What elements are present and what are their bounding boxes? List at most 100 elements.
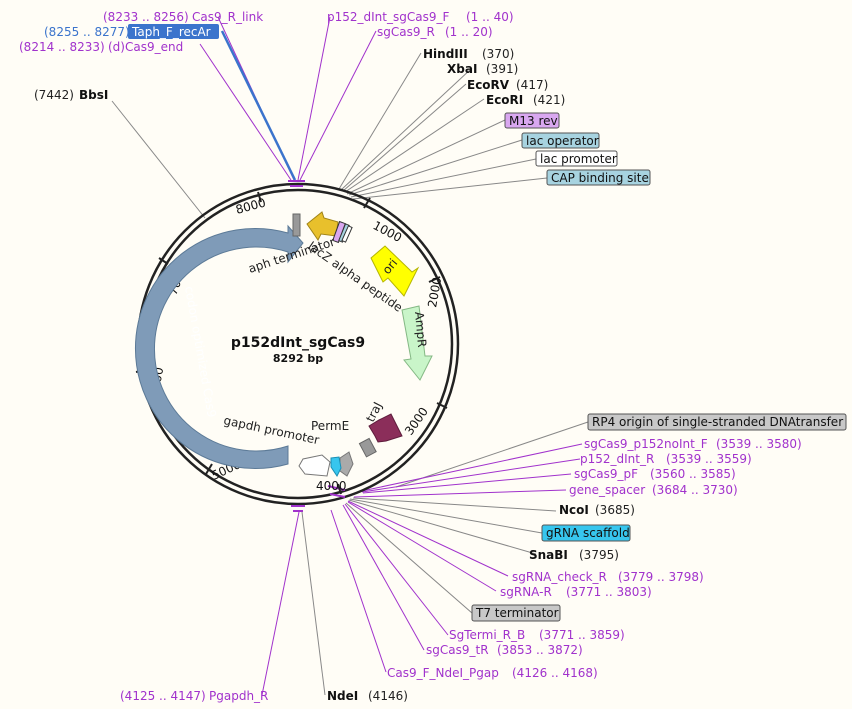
t7-label: T7 terminator	[475, 606, 559, 620]
ecorv-label: EcoRV	[467, 78, 510, 92]
sgcas9r-line	[299, 30, 377, 181]
tick-8000: 8000	[234, 195, 267, 216]
sgcas9r-label: sgCas9_R	[377, 25, 435, 39]
tick-3000: 3000	[402, 405, 431, 438]
m13-box	[504, 112, 560, 129]
t7-box	[471, 604, 561, 622]
t7-line	[345, 502, 473, 614]
lacprom-label: lac promoter	[540, 152, 617, 166]
check-pos: (3779 .. 3798)	[618, 570, 704, 584]
hindiii-pos: (370)	[482, 47, 514, 61]
p152r-line	[361, 458, 581, 493]
termi-label: SgTermi_R_B	[449, 628, 525, 642]
snabi-line	[348, 499, 537, 555]
cap-line	[352, 177, 548, 200]
check-line	[347, 500, 509, 577]
taph-pos: (8255 .. 8277)	[44, 25, 130, 39]
p152f-line	[297, 16, 331, 181]
m13-label: M13 rev	[509, 114, 558, 128]
rp4-box	[587, 413, 847, 431]
pgapdh-pos: (4125 .. 4147)	[120, 689, 206, 703]
traj-feature	[368, 413, 403, 443]
features	[135, 211, 433, 477]
grna-feature	[330, 456, 342, 477]
cas9-r-link-label: Cas9_R_link	[192, 10, 263, 24]
ampr-feature	[401, 305, 433, 381]
sgrnar-line	[347, 501, 497, 592]
sgcas9r-pos: (1 .. 20)	[445, 25, 493, 39]
cas9-r-link-pos: (8233 .. 8256)	[103, 10, 189, 24]
hindiii-label: HindIII	[423, 47, 468, 61]
lacprom-line	[350, 158, 537, 198]
sgrnar-label: sgRNA-R	[500, 585, 552, 599]
taph-box	[128, 24, 219, 39]
snabi-pos: (3795)	[579, 548, 619, 562]
termi-line	[344, 503, 449, 636]
tr-pos: (3853 .. 3872)	[497, 643, 583, 657]
dcas9-label: (d)Cas9_end	[108, 40, 183, 54]
tick-1000: 1000	[371, 218, 405, 245]
lac-elements	[332, 220, 353, 244]
dcas9-pos: (8214 .. 8233)	[19, 40, 105, 54]
gapdh-label: gapdh promoter	[222, 413, 320, 447]
p152r-label: p152_dInt_R	[580, 452, 654, 466]
tr-line	[342, 504, 425, 651]
xbai-pos: (391)	[486, 62, 518, 76]
ori-feature	[370, 245, 420, 297]
sgrnar-pos: (3771 .. 3803)	[566, 585, 652, 599]
dcas9-end-line	[199, 43, 292, 181]
ndei-pos: (4146)	[368, 689, 408, 703]
lacprom-box	[535, 150, 618, 167]
hindiii-line	[338, 52, 422, 190]
spacer-pos: (3684 .. 3730)	[652, 483, 738, 497]
perme-feature	[339, 451, 354, 477]
taph-label: Taph_F_recAr	[131, 25, 211, 39]
cas9-feature	[135, 224, 304, 469]
spacer-line	[353, 489, 567, 498]
plasmid-name: p152dInt_sgCas9	[231, 335, 365, 351]
ndeip-pos: (4126 .. 4168)	[512, 666, 598, 680]
outer-labels: (8233 .. 8256) Cas9_R_link (8255 .. 8277…	[19, 10, 847, 703]
tick-2000: 2000	[425, 276, 444, 309]
grna-label: gRNA scaffold	[546, 526, 630, 540]
pgapdh-label: Pgapdh_R	[209, 689, 268, 703]
lacop-line	[348, 139, 523, 196]
ndei-label: NdeI	[327, 689, 358, 703]
pf-label: sgCas9_pF	[574, 467, 638, 481]
p152f-label: p152_dInt_sgCas9_F	[327, 10, 449, 24]
ecori-pos: (421)	[533, 93, 565, 107]
ncoi-pos: (3685)	[595, 503, 635, 517]
rp4-feature	[358, 437, 377, 458]
m13-line	[346, 119, 506, 195]
cap-label: CAP binding site	[551, 171, 649, 185]
lacz-feature	[306, 211, 339, 241]
lacop-box	[521, 132, 600, 149]
pf-pos: (3560 .. 3585)	[650, 467, 736, 481]
tick-4000: 4000	[316, 479, 347, 493]
bbsi-pos: (7442)	[34, 88, 74, 102]
pgapdh-line	[261, 511, 300, 696]
grna-box	[541, 524, 631, 542]
tr-label: sgCas9_tR	[426, 643, 489, 657]
connector-lines	[111, 16, 589, 696]
ndei-line	[301, 511, 326, 696]
rp4-line	[395, 421, 589, 488]
ampr-label: AmpR	[412, 311, 429, 348]
p152noint-line	[361, 443, 583, 492]
primer-marks	[288, 180, 346, 512]
ndeip-line	[330, 509, 387, 673]
xbai-label: XbaI	[447, 62, 477, 76]
p152r-pos: (3539 .. 3559)	[666, 452, 752, 466]
aph-terminator-feature	[292, 213, 301, 237]
ecori-line	[344, 98, 485, 193]
termi-pos: (3771 .. 3859)	[539, 628, 625, 642]
ndeip-label: Cas9_F_NdeI_Pgap	[387, 666, 499, 680]
cap-box	[546, 169, 651, 186]
ecorv-line	[342, 83, 467, 192]
p152f-pos: (1 .. 40)	[466, 10, 514, 24]
perme-label: PermE	[311, 419, 349, 433]
ecori-label: EcoRI	[486, 93, 523, 107]
rp4-label: RP4 origin of single-stranded DNAtransfe…	[592, 415, 843, 429]
grna-line	[349, 498, 543, 534]
